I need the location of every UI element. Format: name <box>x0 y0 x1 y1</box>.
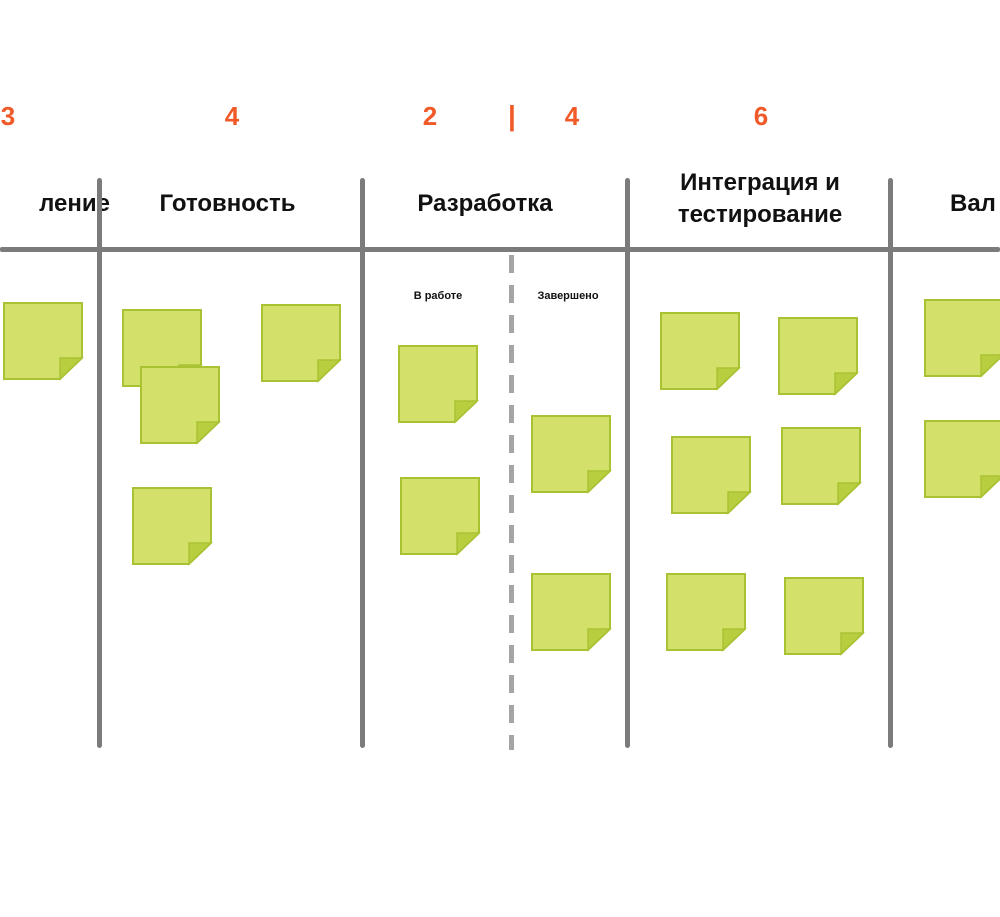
sticky-note-card[interactable] <box>132 487 213 566</box>
subcolumn-label-in-progress: В работе <box>413 290 463 302</box>
wip-limit-col0: 3 <box>0 101 16 131</box>
sticky-note-card[interactable] <box>666 573 747 652</box>
sticky-note-card[interactable] <box>261 304 342 383</box>
board-header-divider <box>0 247 1000 252</box>
wip-limit-readiness: 4 <box>224 101 240 131</box>
sticky-note-card[interactable] <box>3 302 84 381</box>
sticky-note-card[interactable] <box>400 477 481 556</box>
sticky-note-card[interactable] <box>671 436 752 515</box>
subcolumn-label-done: Завершено <box>537 290 599 302</box>
sticky-note-card[interactable] <box>531 573 612 652</box>
sticky-note-card[interactable] <box>924 299 1000 378</box>
wip-limit-integration: 6 <box>753 101 769 131</box>
column-divider <box>97 178 102 748</box>
column-divider <box>625 178 630 748</box>
sticky-note-card[interactable] <box>531 415 612 494</box>
column-title-validation: Вал <box>950 190 996 217</box>
column-title-development: Разработка <box>417 190 553 217</box>
sticky-note-card[interactable] <box>924 420 1000 499</box>
column-title-testing: тестирование <box>677 201 843 228</box>
column-divider <box>888 178 893 748</box>
sticky-note-card[interactable] <box>784 577 865 656</box>
sticky-note-card[interactable] <box>140 366 221 445</box>
column-title-integration: Интеграция и <box>680 169 840 196</box>
wip-limit-dev-done: 4 <box>564 101 580 131</box>
sticky-note-card[interactable] <box>781 427 862 506</box>
sticky-note-card[interactable] <box>398 345 479 424</box>
subcolumn-divider <box>509 255 514 750</box>
sticky-note-card[interactable] <box>660 312 741 391</box>
column-title-readiness: Готовность <box>159 190 296 217</box>
column-divider <box>360 178 365 748</box>
wip-limit-dev-in-progress: 2 <box>422 101 438 131</box>
column-title-analysis: ление <box>39 190 110 217</box>
sticky-note-card[interactable] <box>778 317 859 396</box>
wip-limit-separator: | <box>508 100 516 131</box>
